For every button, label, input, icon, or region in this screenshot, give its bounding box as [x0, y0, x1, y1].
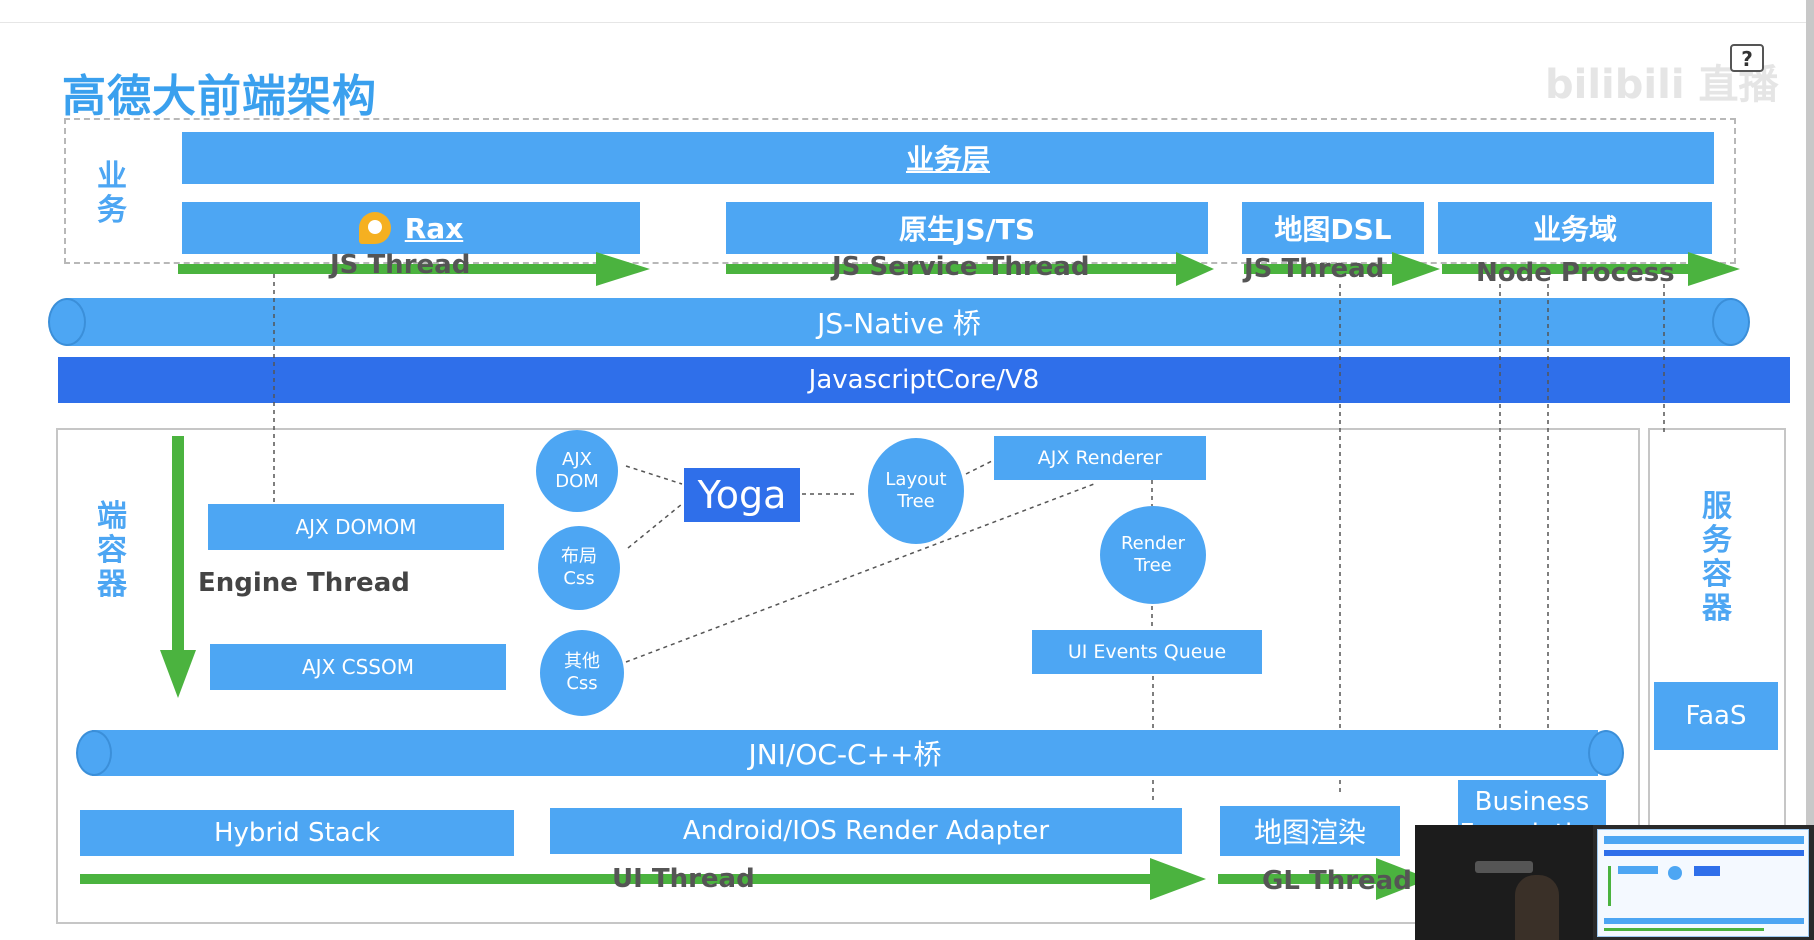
- rax-logo-icon: [358, 212, 391, 244]
- jni-bridge-right-cap: [1588, 730, 1624, 776]
- window-edge: [1806, 0, 1814, 830]
- jni-bridge-left-cap: [76, 730, 112, 776]
- engine-thread-arrow-shaft: [172, 436, 184, 656]
- business-label: 业 务: [97, 159, 127, 228]
- js-thread-arrow-shaft: [178, 264, 598, 274]
- yoga-box: Yoga: [684, 468, 800, 522]
- javascriptcore-v8-box: JavascriptCore/V8: [58, 357, 1790, 403]
- othercss-to-renderer-line: [625, 483, 1095, 663]
- rax-box: Rax: [182, 202, 640, 254]
- service-container-label: 服 务 容 器: [1702, 489, 1732, 626]
- ui-events-queue-box: UI Events Queue: [1032, 630, 1262, 674]
- jni-oc-cpp-bridge: JNI/OC-C++桥: [92, 730, 1598, 776]
- js-thread-arrow-head: [596, 252, 650, 286]
- gl-thread-arrow-shaft: [1218, 874, 1378, 884]
- render-adapter-box: Android/IOS Render Adapter: [550, 808, 1182, 854]
- question-mark-icon[interactable]: ?: [1730, 44, 1764, 72]
- jni-oc-cpp-bridge-label: JNI/OC-C++桥: [748, 738, 942, 771]
- client-container-label: 端 容 器: [97, 499, 127, 602]
- business-foundation-label: Business Foundation: [1459, 787, 1604, 830]
- business-domain-box: 业务域: [1438, 202, 1712, 254]
- map-js-arrow-shaft: [1244, 264, 1394, 274]
- js-native-bridge-right-cap: [1712, 298, 1750, 346]
- js-service-arrow-head: [1176, 252, 1214, 286]
- layout-tree-node: Layout Tree: [868, 438, 964, 544]
- slide-top-border: [0, 22, 1814, 23]
- ui-thread-arrow-shaft: [80, 874, 1160, 884]
- business-foundation-box: Business Foundation: [1458, 780, 1606, 830]
- presenter-figure: [1515, 875, 1559, 940]
- render-tree-node: Render Tree: [1100, 506, 1206, 604]
- node-arrow-head: [1688, 252, 1740, 286]
- gl-thread-arrow-head: [1376, 858, 1430, 900]
- rax-label: Rax: [404, 211, 464, 245]
- js-native-bridge-label: JS-Native 桥: [817, 307, 981, 340]
- js-service-arrow-shaft: [726, 264, 1178, 274]
- js-thread-label: JS Thread: [330, 250, 471, 280]
- ui-thread-arrow-head: [1150, 858, 1206, 900]
- js-native-bridge: JS-Native 桥: [66, 298, 1732, 346]
- js-service-thread-label: JS Service Thread: [832, 252, 1090, 282]
- slide-title: 高德大前端架构: [62, 71, 377, 122]
- native-js-ts-box: 原生JS/TS: [726, 202, 1208, 254]
- client-container-region: [56, 428, 1640, 924]
- ajx-domom-box: AJX DOMOM: [208, 504, 504, 550]
- presenter-video: [1415, 825, 1593, 940]
- gl-thread-label: GL Thread: [1262, 866, 1412, 896]
- faas-box: FaaS: [1654, 682, 1778, 750]
- camera-device: [1475, 861, 1533, 873]
- ajx-cssom-box: AJX CSSOM: [210, 644, 506, 690]
- engine-thread-label: Engine Thread: [198, 568, 410, 598]
- ajx-dom-node: AJX DOM: [536, 430, 618, 512]
- slide-mini-preview: [1597, 829, 1809, 937]
- hybrid-stack-box: Hybrid Stack: [80, 810, 514, 856]
- node-arrow-shaft: [1442, 264, 1690, 274]
- other-css-node: 其他 Css: [540, 630, 624, 716]
- js-native-bridge-left-cap: [48, 298, 86, 346]
- ui-thread-label: UI Thread: [612, 864, 755, 894]
- layouttree-to-renderer-line: [965, 459, 995, 475]
- map-render-box: 地图渲染: [1220, 806, 1400, 856]
- business-region: [64, 118, 1736, 264]
- map-js-arrow-head: [1392, 252, 1440, 286]
- ajxdom-to-yoga-line: [625, 465, 683, 485]
- video-thumbnail-overlay[interactable]: [1415, 825, 1814, 940]
- layout-css-node: 布局 Css: [538, 526, 620, 610]
- business-layer: 业务层: [182, 132, 1714, 184]
- node-process-label: Node Process: [1476, 258, 1675, 288]
- layoutcss-to-yoga-line: [627, 503, 683, 549]
- ajx-renderer-box: AJX Renderer: [994, 436, 1206, 480]
- engine-thread-arrow-head: [160, 650, 196, 698]
- map-js-thread-label: JS Thread: [1244, 254, 1385, 284]
- map-dsl-box: 地图DSL: [1242, 202, 1424, 254]
